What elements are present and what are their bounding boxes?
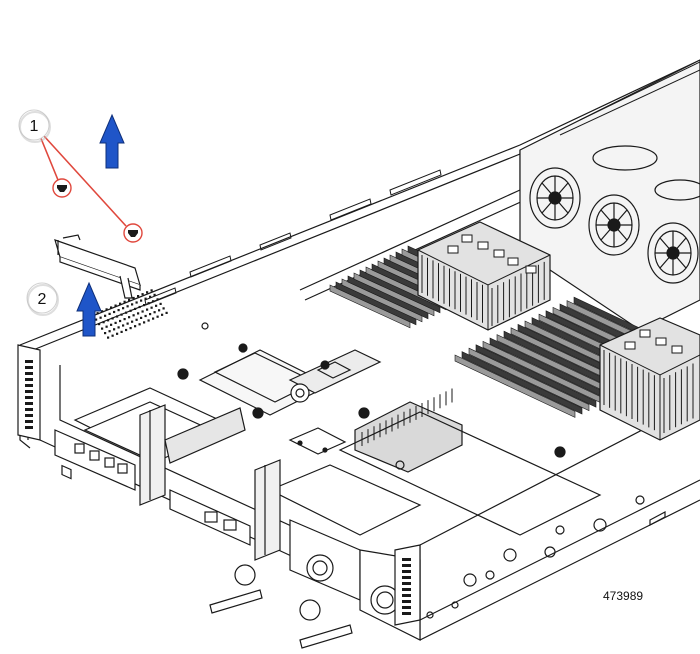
fan-modules (519, 59, 700, 331)
heatsink-icon (417, 221, 551, 331)
fan-icon (647, 222, 699, 284)
callout-1: 1 (18, 109, 51, 143)
figure-id: 473989 (603, 589, 643, 603)
screw-icon (123, 223, 143, 243)
up-arrow-icon (76, 281, 102, 337)
up-arrow-icon (99, 113, 125, 169)
callout-2: 2 (26, 282, 59, 316)
fan-icon (529, 167, 581, 229)
heatsink-icon (599, 317, 700, 441)
callout-label: 2 (38, 291, 47, 308)
back-wall-slots (144, 169, 442, 306)
right-ear (394, 544, 421, 626)
callout-label: 1 (30, 118, 39, 135)
riser-bracket (54, 234, 141, 299)
rear-io-ports (54, 429, 251, 546)
chassis-ear (17, 344, 41, 441)
callout-leader-lines (39, 135, 127, 227)
motherboard-components (177, 322, 602, 536)
side-panel-holes (426, 495, 666, 619)
fan-icon (588, 194, 640, 256)
vent-grid (92, 289, 168, 339)
screw-icon (52, 178, 72, 198)
chipset-heatsink (354, 388, 463, 473)
riser-cages (73, 387, 281, 561)
